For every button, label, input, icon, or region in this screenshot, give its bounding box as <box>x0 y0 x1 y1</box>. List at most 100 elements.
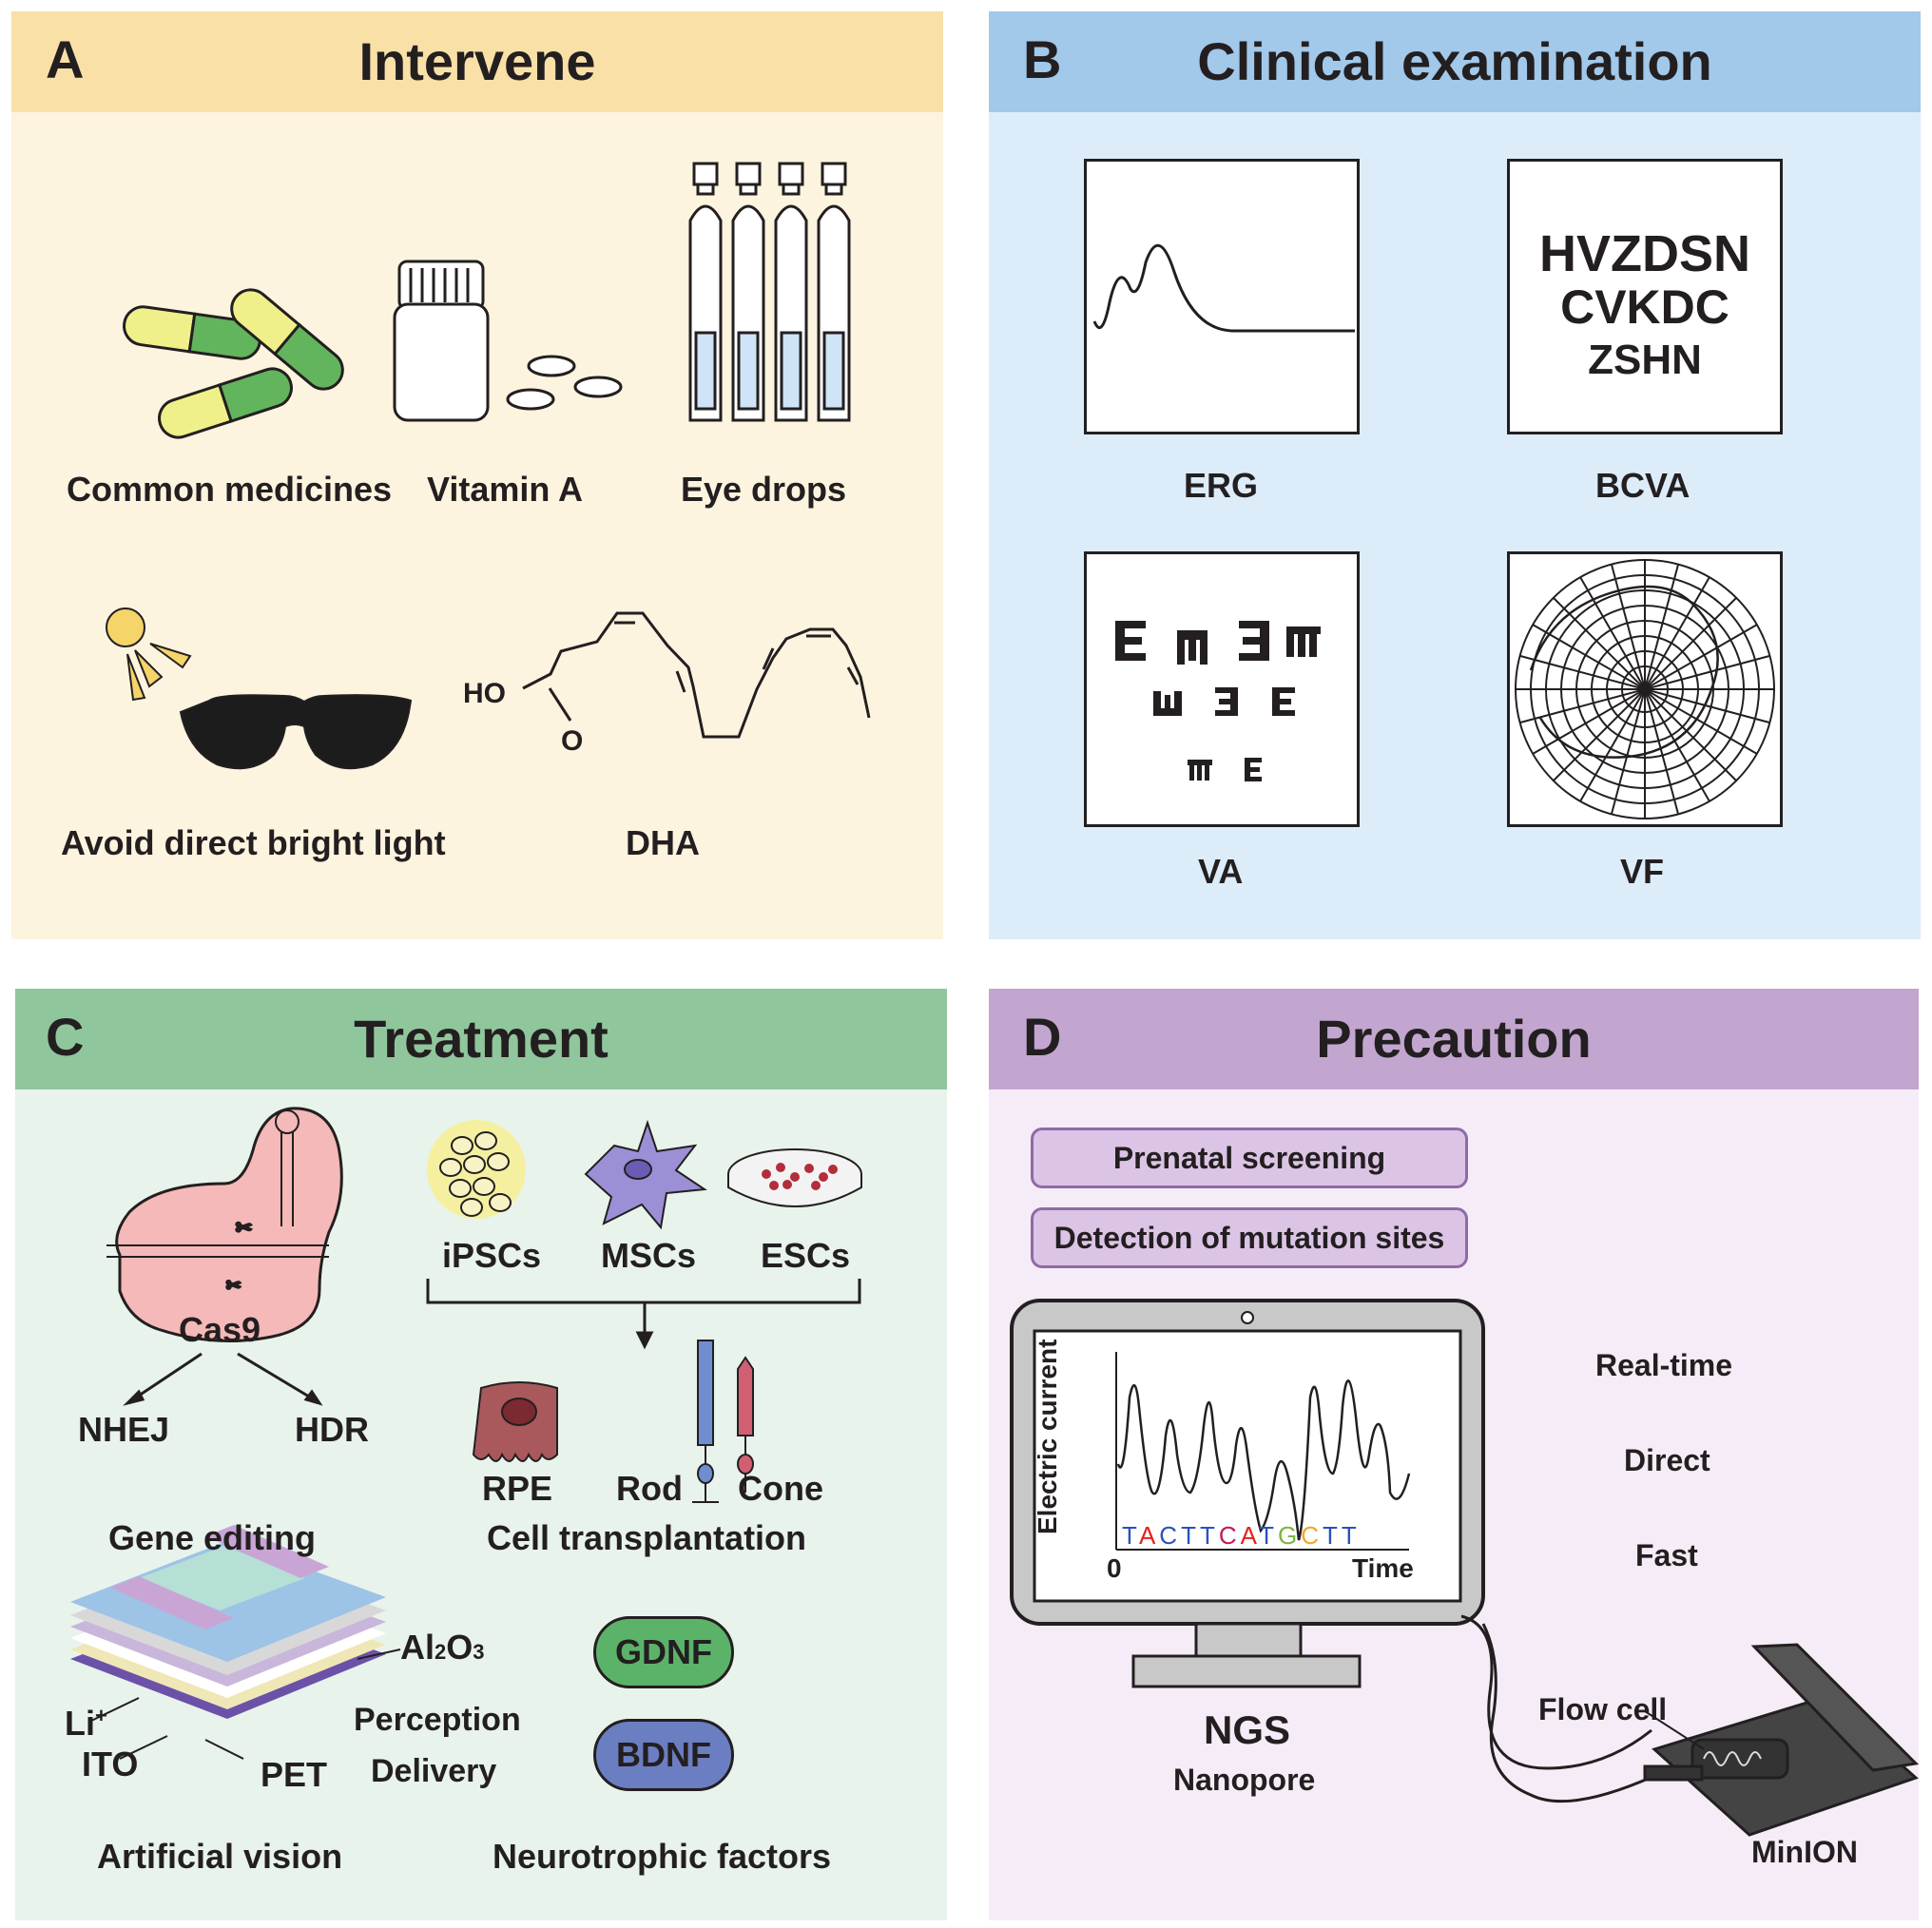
base-sequence: TACTTCATGCTT <box>1122 1521 1361 1551</box>
visual-field-grid <box>1515 559 1775 819</box>
rod-label: Rod <box>616 1469 683 1508</box>
base-g: G <box>1277 1521 1302 1550</box>
direct-label: Direct <box>1624 1443 1710 1477</box>
esc-dish-icon <box>727 1148 862 1207</box>
cell-transplantation-label: Cell transplantation <box>487 1518 807 1557</box>
nhej-label: NHEJ <box>78 1410 170 1449</box>
cells-bracket <box>426 1279 861 1350</box>
ipscs-label: iPSCs <box>442 1236 542 1275</box>
avoid-light-label: Avoid direct bright light <box>61 823 446 862</box>
base-c: C <box>1218 1521 1241 1550</box>
flow-cell-label: Flow cell <box>1538 1692 1668 1726</box>
panel-d-title: Precaution <box>1316 1009 1592 1069</box>
base-t: T <box>1122 1521 1139 1550</box>
minion-label: MinION <box>1751 1835 1858 1869</box>
base-c: C <box>1159 1521 1182 1550</box>
panel-c-illustrations: ✂ ✂ <box>70 1107 862 1760</box>
sunglasses-icon <box>179 694 413 770</box>
panel-d-header <box>989 989 1919 1089</box>
base-t: T <box>1341 1521 1361 1550</box>
va-box <box>1084 551 1360 827</box>
panel-d: D Precaution Prenatal screening Detectio… <box>989 989 1919 1920</box>
panel-d-letter: D <box>1023 1007 1062 1067</box>
msc-cell-icon <box>584 1119 707 1230</box>
vf-box <box>1507 551 1783 827</box>
x-zero-label: 0 <box>1107 1553 1122 1583</box>
cas9-protein-icon: ✂ ✂ <box>106 1107 343 1342</box>
erg-box <box>1084 159 1360 434</box>
vitamin-bottle-icon <box>393 260 623 422</box>
sequencer-monitor <box>1010 1299 1919 1837</box>
panel-a-title: Intervene <box>358 31 596 91</box>
bcva-line-1: HVZDSN <box>1538 225 1750 282</box>
bcva-label: BCVA <box>1595 466 1690 505</box>
base-t: T <box>1181 1521 1200 1550</box>
ngs-label: NGS <box>1204 1707 1291 1752</box>
common-medicines-label: Common medicines <box>67 470 393 509</box>
cas9-arrows <box>123 1352 323 1406</box>
dha-label: DHA <box>626 823 700 862</box>
pet-label: PET <box>261 1755 328 1794</box>
dha-molecule <box>522 611 871 739</box>
panel-c-header <box>15 989 947 1089</box>
li-label: Li+ <box>65 1704 107 1743</box>
device-leaders <box>90 1648 401 1760</box>
panel-a-header <box>11 11 943 112</box>
panel-c-letter: C <box>46 1007 85 1067</box>
gdnf-badge: GDNF <box>593 1616 734 1688</box>
perception-label: Perception <box>354 1702 521 1738</box>
hdr-label: HDR <box>295 1410 369 1449</box>
panel-c: C Treatment ✂ ✂ <box>15 989 947 1920</box>
al2o3-label: Al2O3 <box>400 1628 485 1667</box>
detection-box: Detection of mutation sites <box>1031 1207 1468 1268</box>
panel-b-letter: B <box>1023 29 1062 89</box>
erg-waveform <box>1092 243 1355 333</box>
real-time-label: Real-time <box>1595 1348 1733 1382</box>
artificial-vision-device <box>70 1525 386 1719</box>
panel-a: A Intervene <box>11 11 943 939</box>
photoreceptor-icon <box>692 1340 754 1503</box>
tumbling-e-chart <box>1115 621 1321 781</box>
panel-b: B Clinical examination ERG HVZDSN CVKDC … <box>989 11 1921 939</box>
x-axis-label: Time <box>1352 1553 1414 1583</box>
dha-ho-label: HO <box>463 678 506 709</box>
base-c: C <box>1301 1521 1323 1550</box>
mscs-label: MSCs <box>601 1236 697 1275</box>
gene-editing-label: Gene editing <box>108 1518 317 1557</box>
nanopore-label: Nanopore <box>1173 1763 1316 1797</box>
y-axis-label: Electric current <box>1033 1339 1062 1534</box>
minion-device-icon <box>1643 1643 1919 1837</box>
panel-a-illustrations: HO O <box>106 162 871 770</box>
vf-label: VF <box>1620 852 1665 891</box>
cone-label: Cone <box>738 1469 823 1508</box>
va-label: VA <box>1198 852 1244 891</box>
artificial-vision-label: Artificial vision <box>97 1837 343 1876</box>
ipsc-cluster-icon <box>427 1120 526 1219</box>
bcva-box: HVZDSN CVKDC ZSHN <box>1507 159 1783 434</box>
escs-label: ESCs <box>761 1236 851 1275</box>
base-t: T <box>1322 1521 1342 1550</box>
delivery-label: Delivery <box>371 1753 497 1789</box>
neurotrophic-factors-label: Neurotrophic factors <box>493 1837 832 1876</box>
panel-b-title: Clinical examination <box>1197 31 1712 91</box>
base-a: A <box>1138 1521 1160 1550</box>
bdnf-badge: BDNF <box>593 1719 734 1791</box>
eye-drops-label: Eye drops <box>681 470 847 509</box>
vitamin-a-label: Vitamin A <box>427 470 584 509</box>
svg-text:✂: ✂ <box>226 1276 241 1295</box>
cas9-label: Cas9 <box>179 1310 261 1349</box>
panel-b-header <box>989 11 1921 112</box>
fast-label: Fast <box>1635 1538 1698 1572</box>
panel-a-letter: A <box>46 29 85 89</box>
rpe-cell-icon <box>472 1381 558 1462</box>
ito-label: ITO <box>82 1745 139 1783</box>
panel-c-title: Treatment <box>354 1009 609 1069</box>
rpe-label: RPE <box>482 1469 553 1508</box>
bcva-line-3: ZSHN <box>1588 337 1702 383</box>
prenatal-screening-box: Prenatal screening <box>1031 1128 1468 1188</box>
bcva-line-2: CVKDC <box>1560 280 1729 334</box>
dha-o-label: O <box>561 725 583 757</box>
sun-icon <box>106 607 192 702</box>
base-t: T <box>1199 1521 1219 1550</box>
erg-label: ERG <box>1184 466 1259 505</box>
